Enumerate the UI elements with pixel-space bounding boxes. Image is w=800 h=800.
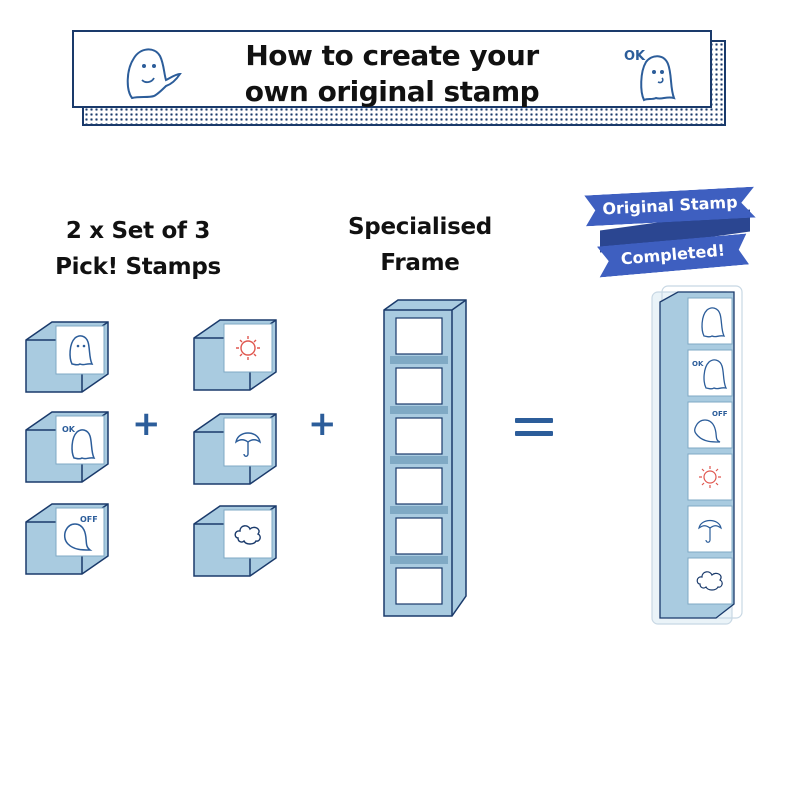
ghost-off-text: OFF <box>80 515 98 524</box>
ghost-off-icon: OFF <box>63 515 98 551</box>
completed-stamp: OK OFF <box>651 285 743 625</box>
ghost-icon <box>126 48 182 100</box>
equals-sign <box>515 418 553 444</box>
ghost-ok-icon: OK <box>692 359 728 390</box>
banner-title-line2: own original stamp <box>244 75 540 108</box>
stamp-cube-cloud <box>193 505 277 577</box>
umbrella-icon <box>235 432 261 457</box>
banner-panel: How to create your own original stamp OK <box>72 30 712 108</box>
stamps-label: 2 x Set of 3 Pick! Stamps <box>28 213 248 285</box>
plus-sign-1: + <box>132 404 161 444</box>
ghost-ok-icon: OK <box>624 49 676 102</box>
stamp-cube-umbrella <box>193 413 277 485</box>
ghost-icon <box>701 307 726 338</box>
stamp-cube-ghost-ok: OK <box>25 411 109 483</box>
cloud-icon <box>696 571 723 591</box>
ghost-off-icon: OFF <box>694 410 728 443</box>
ghost-ok-text: OK <box>62 425 76 434</box>
specialised-frame <box>383 299 467 617</box>
umbrella-icon <box>698 519 722 543</box>
stamps-label-line1: 2 x Set of 3 <box>65 218 211 244</box>
sun-icon <box>699 466 721 488</box>
cloud-icon <box>234 525 261 545</box>
sun-icon <box>236 336 260 360</box>
stamps-label-line2: Pick! Stamps <box>55 254 221 280</box>
stamp-cube-ghost-off: OFF <box>25 503 109 575</box>
ghost-ok-text: OK <box>624 49 646 64</box>
ghost-ok-icon: OK <box>62 425 96 460</box>
frame-label-line1: Specialised <box>348 214 492 240</box>
ghost-icon <box>69 335 94 366</box>
ghost-ok-text: OK <box>692 360 704 368</box>
frame-label: Specialised Frame <box>320 209 520 281</box>
frame-label-line2: Frame <box>380 250 460 276</box>
plus-sign-2: + <box>308 404 337 444</box>
banner-title-line1: How to create your <box>245 39 539 72</box>
stamp-cube-ghost <box>25 321 109 393</box>
banner-title: How to create your own original stamp <box>74 38 710 110</box>
stamp-cube-sun <box>193 319 277 391</box>
title-banner: How to create your own original stamp OK <box>72 30 726 126</box>
ghost-off-text: OFF <box>712 410 728 418</box>
